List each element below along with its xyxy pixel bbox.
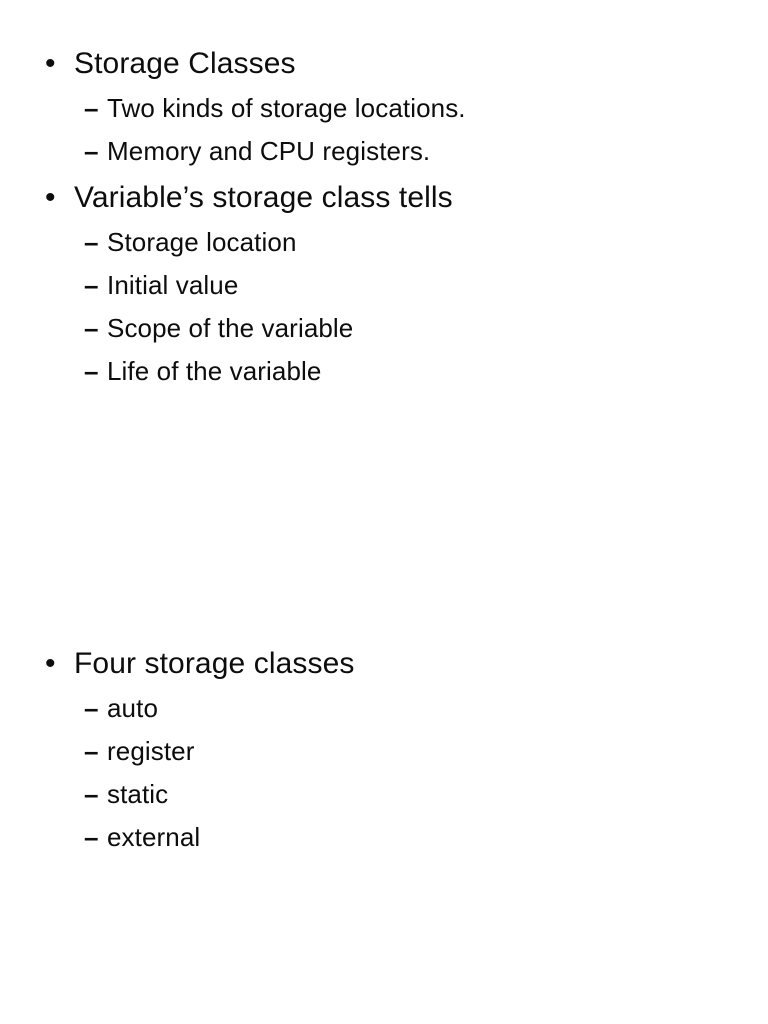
sub-bullet-auto: – auto <box>0 687 768 730</box>
sub-bullet-register: – register <box>0 730 768 773</box>
sub-bullet-external: – external <box>0 816 768 859</box>
bullet-variables-storage-class-tells: • Variable’s storage class tells <box>0 175 768 221</box>
bullet-dot-icon: • <box>45 181 56 214</box>
sub-bullet-scope-of-the-variable: – Scope of the variable <box>0 307 768 350</box>
bullet-dash-icon: – <box>84 693 99 723</box>
bullet-dash-icon: – <box>84 136 99 166</box>
sub-bullet-label: Memory and CPU registers. <box>107 136 431 166</box>
bullet-dash-icon: – <box>84 822 99 852</box>
sub-bullet-label: Two kinds of storage locations. <box>107 93 466 123</box>
outline-group-storage-classes-overview: • Storage Classes – Two kinds of storage… <box>0 41 768 393</box>
sub-bullet-label: Life of the variable <box>107 356 322 386</box>
outline-group-four-storage-classes: • Four storage classes – auto – register… <box>0 641 768 859</box>
sub-bullet-two-kinds-of-storage-locations: – Two kinds of storage locations. <box>0 87 768 130</box>
outline-body: • Storage Classes – Two kinds of storage… <box>0 41 768 859</box>
sub-bullet-storage-location: – Storage location <box>0 221 768 264</box>
bullet-label: Storage Classes <box>74 47 296 80</box>
sub-bullet-label: register <box>107 736 195 766</box>
sub-bullet-initial-value: – Initial value <box>0 264 768 307</box>
bullet-four-storage-classes: • Four storage classes <box>0 641 768 687</box>
sub-bullet-label: auto <box>107 693 159 723</box>
bullet-dash-icon: – <box>84 779 99 809</box>
bullet-dot-icon: • <box>45 647 56 680</box>
sub-bullet-static: – static <box>0 773 768 816</box>
bullet-dash-icon: – <box>84 736 99 766</box>
bullet-dash-icon: – <box>84 227 99 257</box>
bullet-dash-icon: – <box>84 313 99 343</box>
sub-bullet-label: Scope of the variable <box>107 313 354 343</box>
bullet-label: Four storage classes <box>74 647 355 680</box>
sub-bullet-label: static <box>107 779 169 809</box>
bullet-label: Variable’s storage class tells <box>74 181 453 214</box>
bullet-dash-icon: – <box>84 270 99 300</box>
bullet-dash-icon: – <box>84 93 99 123</box>
sub-bullet-label: Storage location <box>107 227 297 257</box>
sub-bullet-label: Initial value <box>107 270 239 300</box>
bullet-storage-classes: • Storage Classes <box>0 41 768 87</box>
sub-bullet-label: external <box>107 822 201 852</box>
bullet-dot-icon: • <box>45 47 56 80</box>
bullet-dash-icon: – <box>84 356 99 386</box>
sub-bullet-life-of-the-variable: – Life of the variable <box>0 350 768 393</box>
sub-bullet-memory-and-cpu-registers: – Memory and CPU registers. <box>0 130 768 173</box>
